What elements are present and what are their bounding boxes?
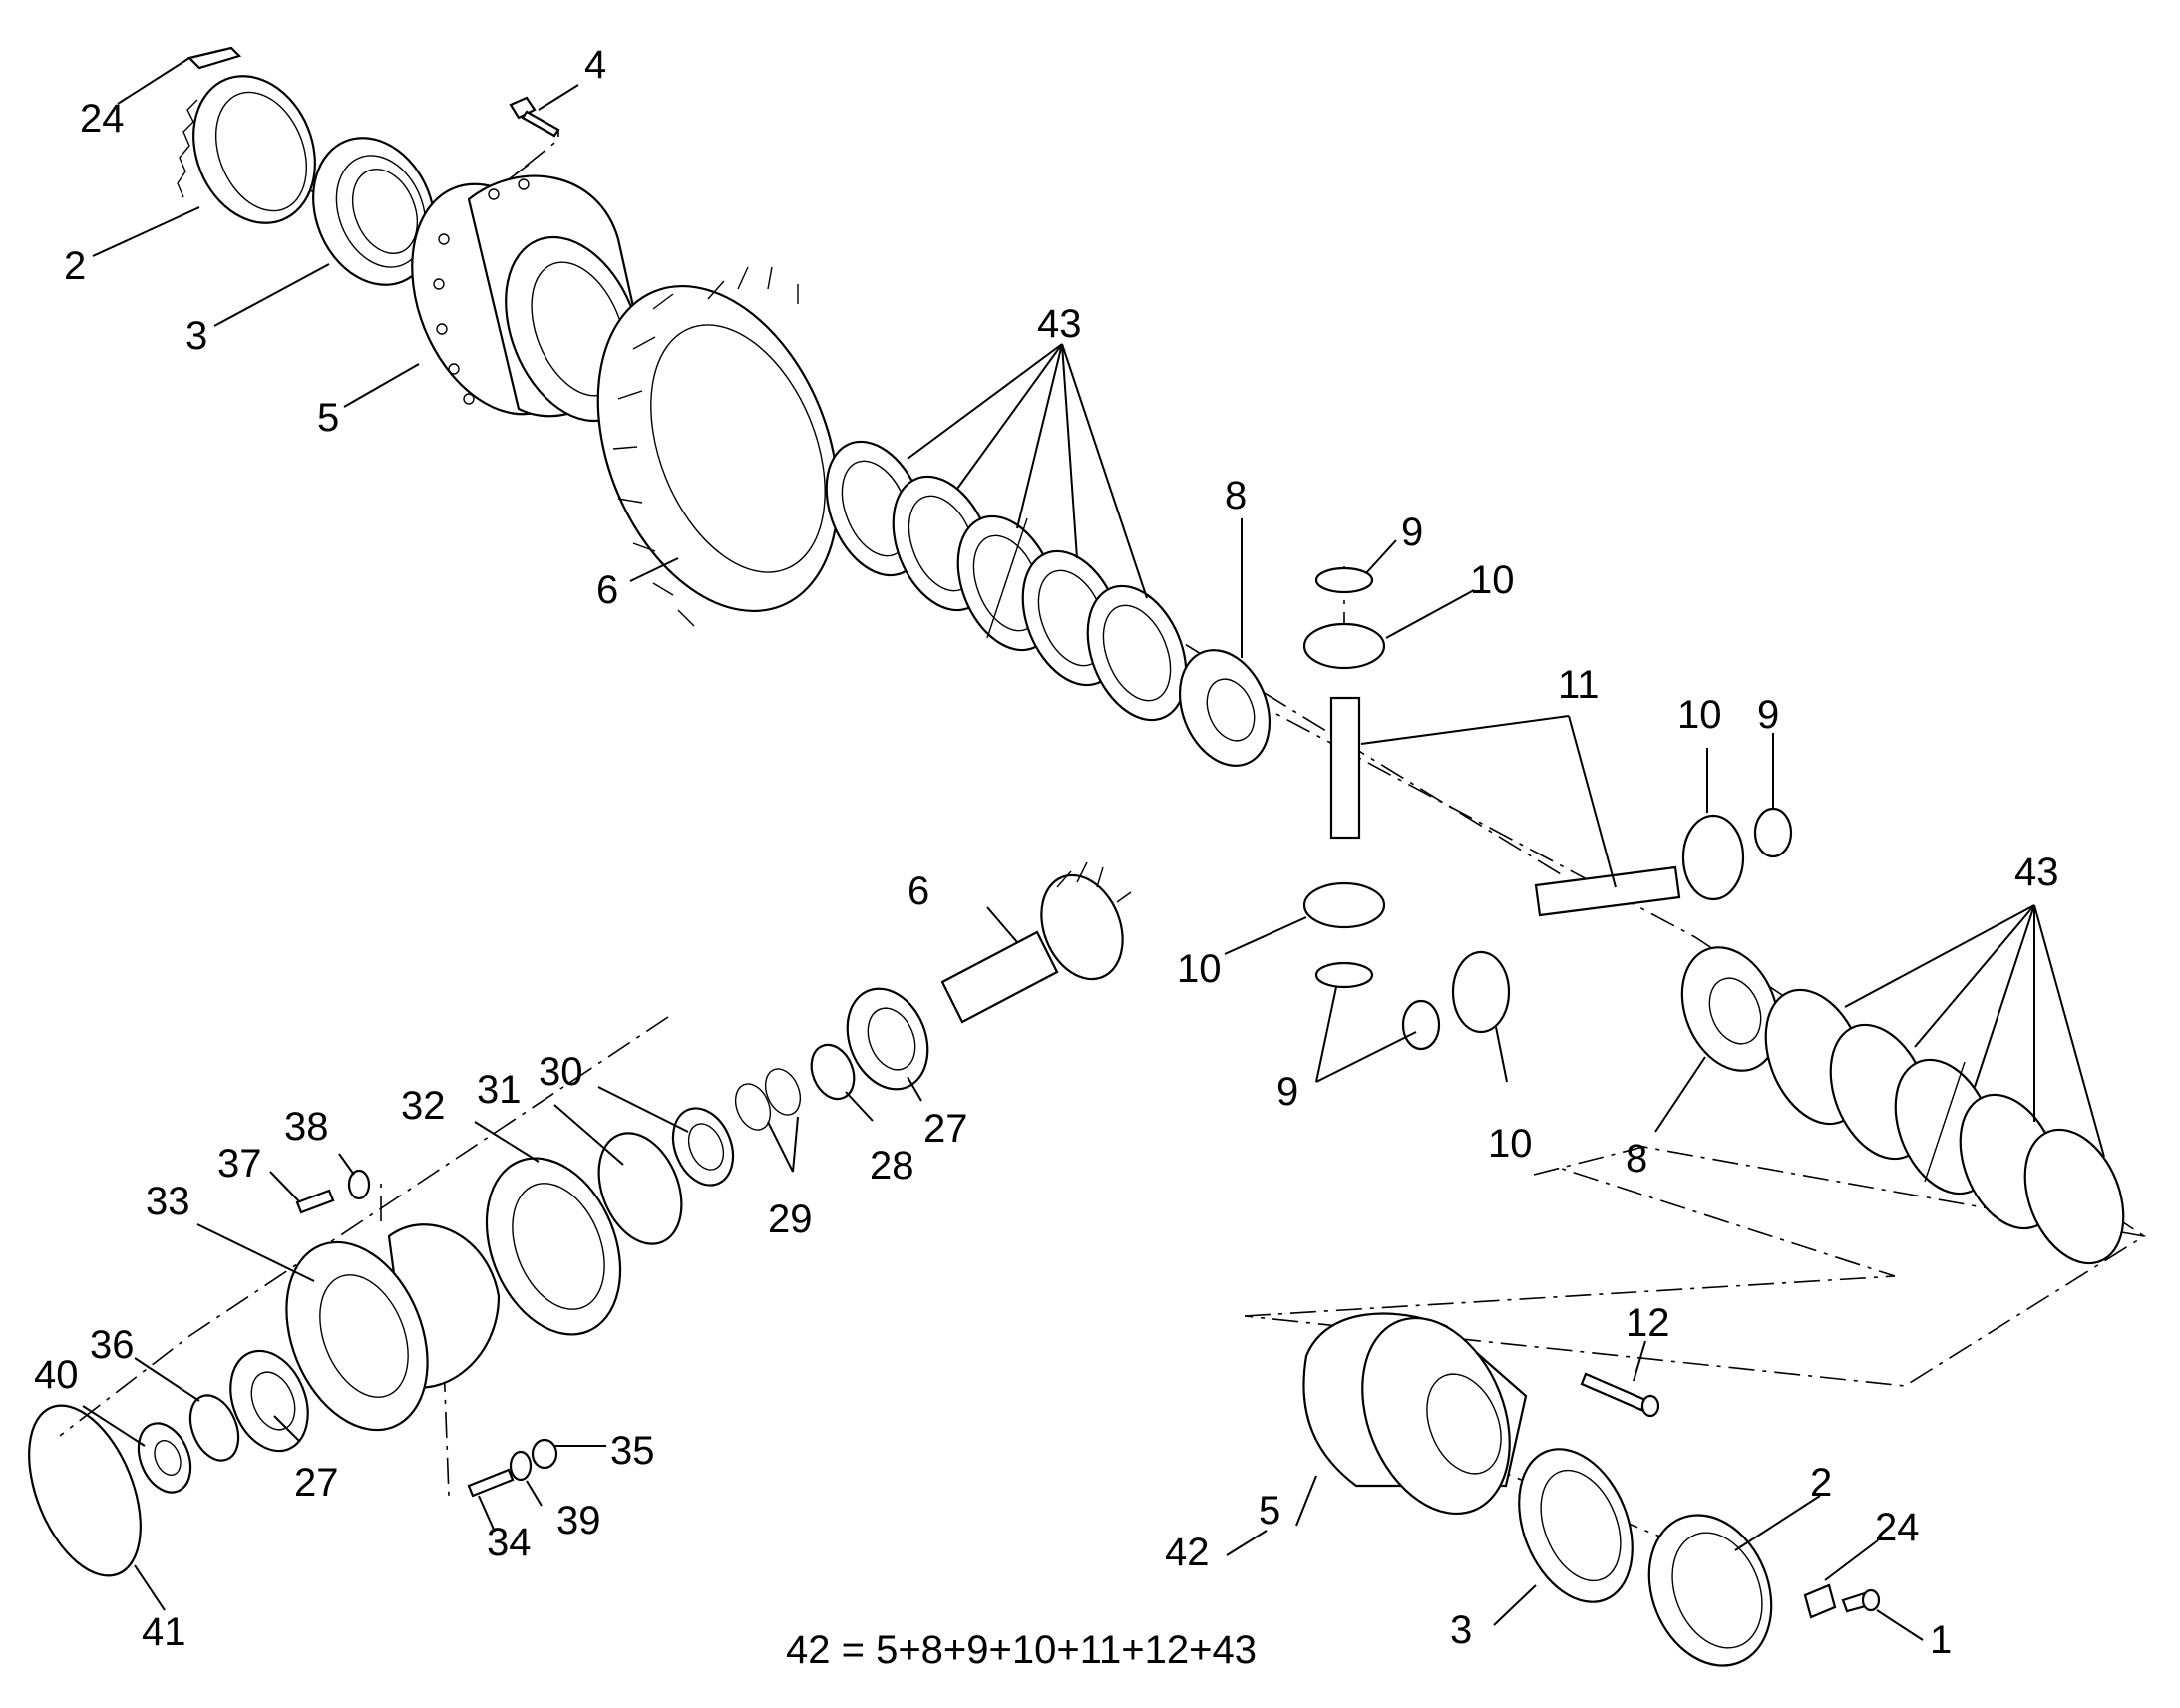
part-8-side-gear-bottom	[1680, 946, 1780, 1072]
part-33-pinion-housing	[285, 1223, 501, 1432]
part-34-stud	[467, 1468, 515, 1498]
callout-29: 29	[768, 1197, 813, 1241]
callout-24-bottom: 24	[1875, 1506, 1920, 1549]
callout-34: 34	[487, 1521, 532, 1564]
callout-10-bottom: 10	[1488, 1122, 1533, 1166]
callout-9-top: 9	[1401, 511, 1423, 554]
part-41-ring	[28, 1404, 142, 1577]
part-29-snap-rings	[734, 1068, 802, 1131]
part-9-washer-bottom	[1314, 961, 1374, 989]
callout-9-bottom: 9	[1276, 1070, 1298, 1114]
callout-42: 42	[1165, 1531, 1210, 1574]
part-43-friction-discs-top	[825, 440, 1188, 722]
part-30-seal	[671, 1107, 735, 1187]
part-28-spacer	[810, 1043, 856, 1101]
part-11-cross-shaft	[1329, 696, 1681, 917]
part-10-pinion-right	[1681, 814, 1745, 901]
callout-41: 41	[142, 1610, 186, 1654]
part-9-washer-left	[1401, 999, 1441, 1051]
part-1-screw	[1841, 1588, 1881, 1613]
part-6-ring-gear	[596, 266, 840, 627]
part-40-nut	[137, 1422, 192, 1494]
callout-10-right: 10	[1677, 693, 1722, 737]
part-3-bearing-bottom	[1518, 1448, 1634, 1603]
callout-5-top: 5	[317, 396, 339, 440]
part-5-diff-case-bottom	[1302, 1312, 1528, 1516]
part-10-pinion-left	[1451, 950, 1511, 1034]
part-24-clip-top	[186, 46, 242, 70]
part-4-bolt	[509, 96, 560, 138]
part-35-nut	[531, 1438, 558, 1470]
callout-30: 30	[539, 1050, 583, 1094]
callout-37: 37	[217, 1142, 262, 1186]
callout-6-mid: 6	[908, 869, 929, 913]
callout-43-bottom: 43	[2014, 851, 2059, 894]
part-37-bolt	[295, 1189, 335, 1214]
callout-12: 12	[1626, 1301, 1670, 1345]
callout-10-left: 10	[1177, 947, 1222, 991]
callout-10-top: 10	[1470, 558, 1515, 602]
callout-24-top: 24	[80, 97, 125, 141]
part-31-o-ring	[597, 1132, 683, 1245]
callout-31: 31	[477, 1068, 522, 1112]
callout-33: 33	[146, 1180, 190, 1223]
callout-40: 40	[34, 1353, 79, 1397]
callout-5-bottom: 5	[1259, 1489, 1280, 1533]
part-6-pinion-shaft	[940, 861, 1132, 1024]
callout-1: 1	[1930, 1618, 1952, 1662]
callout-6-top: 6	[596, 568, 618, 612]
callout-2-top: 2	[64, 244, 86, 288]
callout-39: 39	[556, 1499, 601, 1542]
callout-3-bottom: 3	[1450, 1608, 1472, 1652]
callout-11: 11	[1558, 663, 1600, 707]
callout-4: 4	[584, 43, 606, 87]
callout-38: 38	[284, 1105, 329, 1149]
callout-9-right: 9	[1757, 693, 1779, 737]
assembly-formula: 42 = 5+8+9+10+11+12+43	[786, 1628, 1257, 1672]
callout-36: 36	[90, 1323, 135, 1367]
part-12-bolt	[1580, 1372, 1660, 1418]
part-2-adjusting-nut-top	[177, 75, 316, 224]
callout-3-top: 3	[185, 314, 207, 358]
part-9-washer-top	[1314, 566, 1374, 594]
callout-35: 35	[610, 1429, 655, 1473]
part-9-washer-right	[1753, 807, 1793, 858]
part-10-pinion-bottom	[1302, 881, 1386, 929]
part-3-bearing-top	[312, 137, 436, 286]
part-36-washer	[188, 1394, 240, 1462]
case-bolt-holes	[433, 178, 530, 405]
callout-8-top: 8	[1225, 474, 1247, 517]
callout-2-bottom: 2	[1810, 1461, 1832, 1505]
part-5-diff-case-top	[411, 174, 642, 423]
part-43-friction-discs-bottom	[1764, 988, 2125, 1265]
part-38-washer	[347, 1169, 371, 1200]
part-2-adjusting-nut-bottom	[1647, 1514, 1773, 1667]
part-27-bearing-mid	[846, 987, 929, 1091]
callout-28: 28	[870, 1144, 914, 1188]
callout-27-left: 27	[294, 1461, 339, 1505]
part-8-side-gear-top	[1178, 649, 1272, 767]
callout-8-bottom: 8	[1626, 1137, 1647, 1181]
part-32-gasket	[485, 1157, 622, 1336]
leader-lines	[82, 57, 2105, 1641]
part-27-bearing-left	[229, 1349, 309, 1453]
callout-labels: 24 2 3 5 4 6 43 8 9 10 11 10 9 43 10 9 1…	[34, 43, 2059, 1662]
callout-32: 32	[401, 1084, 446, 1128]
part-39-washer	[509, 1450, 533, 1482]
callout-27-mid: 27	[923, 1107, 968, 1151]
part-24-clip-bottom	[1803, 1583, 1837, 1619]
callout-43-top: 43	[1037, 302, 1082, 346]
part-10-pinion-top	[1302, 622, 1386, 670]
